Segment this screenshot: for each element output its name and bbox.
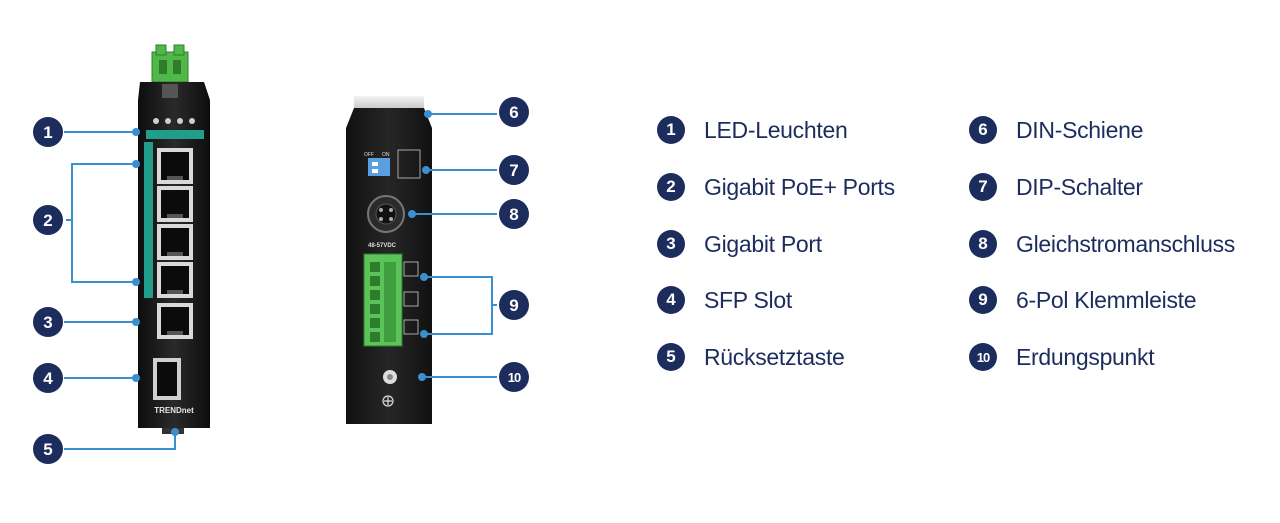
legend-number: 7	[969, 173, 997, 201]
ethernet-ports	[157, 148, 193, 339]
svg-text:6: 6	[509, 103, 518, 122]
legend-item-din-rail: 6 DIN-Schiene	[969, 115, 1143, 145]
dip-switch-panel: OFF ON	[364, 149, 421, 179]
front-callout-badges: 1 2 3 4 5	[33, 117, 63, 464]
svg-text:2: 2	[43, 211, 52, 230]
side-view-device: OFF ON 48-57VDC	[346, 96, 432, 424]
legend-number: 1	[657, 116, 685, 144]
terminal-block	[363, 253, 419, 347]
dc-power-jack	[367, 195, 405, 233]
svg-text:10: 10	[508, 370, 521, 385]
callout-badge-5: 5	[33, 434, 63, 464]
legend-number: 5	[657, 343, 685, 371]
svg-text:ON: ON	[382, 152, 390, 158]
legend-item-terminal-block: 9 6-Pol Klemmleiste	[969, 285, 1197, 315]
legend-item-poe-ports: 2 Gigabit PoE+ Ports	[657, 172, 895, 202]
svg-text:1: 1	[43, 123, 52, 142]
legend-number: 8	[969, 230, 997, 258]
legend-item-ground: 10 Erdungspunkt	[969, 342, 1155, 372]
side-callout-badges: 6 7 8 9 10	[499, 97, 529, 392]
ethernet-port-uplink	[157, 303, 193, 339]
legend-label: DIN-Schiene	[1016, 116, 1144, 143]
front-callout-lines	[64, 128, 179, 450]
legend-number: 9	[969, 286, 997, 314]
svg-text:8: 8	[509, 205, 518, 224]
callout-badge-10: 10	[499, 362, 529, 392]
legend-item-dip-switch: 7 DIP-Schalter	[969, 172, 1143, 202]
front-view-device: TRENDnet	[138, 44, 210, 434]
mount-screw	[162, 84, 178, 98]
callout-badge-7: 7	[499, 155, 529, 185]
callout-badge-4: 4	[33, 363, 63, 393]
ethernet-port	[157, 148, 193, 184]
legend-number: 10	[969, 343, 997, 371]
ethernet-port	[157, 262, 193, 298]
legend-label: SFP Slot	[704, 286, 792, 313]
svg-text:4: 4	[43, 369, 53, 388]
legend-label: Rücksetztaste	[704, 343, 845, 370]
svg-text:3: 3	[43, 313, 52, 332]
svg-text:5: 5	[43, 440, 52, 459]
callout-badge-9: 9	[499, 290, 529, 320]
legend-label: DIP-Schalter	[1016, 173, 1143, 200]
legend-label: Gigabit PoE+ Ports	[704, 173, 895, 200]
callout-badge-3: 3	[33, 307, 63, 337]
callout-badge-8: 8	[499, 199, 529, 229]
legend-label: LED-Leuchten	[704, 116, 848, 143]
voltage-label: 48-57VDC	[368, 243, 397, 249]
legend-item-sfp-slot: 4 SFP Slot	[657, 285, 792, 315]
legend-item-gigabit-port: 3 Gigabit Port	[657, 229, 822, 259]
ethernet-port	[157, 186, 193, 222]
legend-item-dc-jack: 8 Gleichstromanschluss	[969, 229, 1235, 259]
legend-number: 6	[969, 116, 997, 144]
legend-number: 4	[657, 286, 685, 314]
svg-text:9: 9	[509, 296, 518, 315]
poe-port-strip	[144, 142, 153, 298]
ethernet-port	[157, 224, 193, 260]
sfp-slot	[153, 358, 181, 400]
legend-number: 2	[657, 173, 685, 201]
legend-label: Gigabit Port	[704, 230, 822, 257]
svg-text:OFF: OFF	[364, 152, 374, 158]
legend-label: Erdungspunkt	[1016, 343, 1155, 370]
legend-item-led: 1 LED-Leuchten	[657, 115, 848, 145]
callout-badge-2: 2	[33, 205, 63, 235]
brand-logo: TRENDnet	[154, 406, 194, 415]
legend-label: Gleichstromanschluss	[1016, 230, 1235, 257]
led-row	[146, 118, 204, 139]
callout-badge-6: 6	[499, 97, 529, 127]
callout-badge-1: 1	[33, 117, 63, 147]
grounding-point	[382, 370, 397, 407]
legend-label: 6-Pol Klemmleiste	[1016, 286, 1197, 313]
legend-item-reset: 5 Rücksetztaste	[657, 342, 845, 372]
side-callout-lines	[408, 110, 497, 381]
svg-text:7: 7	[509, 161, 518, 180]
legend-number: 3	[657, 230, 685, 258]
power-connector-top	[151, 44, 189, 83]
